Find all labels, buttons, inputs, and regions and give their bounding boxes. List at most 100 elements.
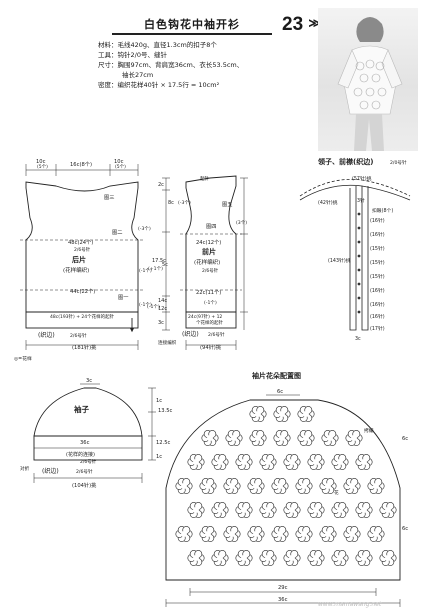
- flower-motif: [297, 430, 315, 446]
- flower-motif: [331, 502, 349, 518]
- flower-motif: [355, 454, 373, 470]
- placket-3: (15针): [370, 245, 385, 252]
- layout-right-1: 6c: [402, 436, 408, 442]
- flower-motif: [343, 526, 361, 542]
- back-fig3: 图三: [104, 194, 114, 201]
- sleeve-name: 袖子: [73, 404, 89, 414]
- placket-6: (16针): [370, 287, 385, 294]
- collar-title: 领子、前襟(织边): [318, 157, 373, 166]
- page-title: 白色钩花中袖开衫: [112, 16, 272, 35]
- back-armhole: (-3个): [138, 226, 151, 232]
- front-needle: 2/6号针: [202, 267, 219, 274]
- back-fig2: 图二: [112, 229, 122, 236]
- buttonhole-dots: [357, 212, 361, 314]
- flower-motif: [225, 430, 243, 446]
- flower-motif: [283, 454, 301, 470]
- sleeve-width: 36c: [80, 440, 90, 446]
- materials-line: 材料：毛线420g、直径1.3cm的扣子8个: [98, 41, 217, 49]
- flower-motif: [295, 478, 313, 494]
- front-name: 前片: [202, 247, 216, 256]
- back-total: (181针)挑: [72, 343, 97, 351]
- flower-motif: [295, 526, 313, 542]
- placket-4: (15针): [370, 259, 385, 266]
- back-width2: 44c(22个): [70, 288, 95, 295]
- back-dec1: (-1个): [139, 268, 152, 274]
- flower-motif: [187, 550, 205, 566]
- dim-14c: 14c: [158, 298, 167, 304]
- dim-5c: 5c: [162, 262, 168, 268]
- flower-motif: [379, 550, 397, 566]
- flower-motif: [345, 430, 363, 446]
- dim-17-5c: 17.5c: [152, 258, 166, 264]
- back-ribbing: (织边): [38, 331, 55, 339]
- flower-motif: [187, 454, 205, 470]
- layout-side: 拷编: [364, 427, 374, 434]
- dim-12c: 12c: [158, 306, 167, 312]
- flower-motif: [307, 550, 325, 566]
- front-panel: [180, 175, 248, 350]
- front-start-label: 连接编织: [158, 339, 177, 346]
- back-name: 后片: [72, 255, 86, 264]
- collar-buttonhole: 扣眼(8个): [372, 207, 393, 214]
- back-panel: [20, 164, 144, 350]
- model-photo: [318, 8, 418, 151]
- flower-motif: [259, 454, 277, 470]
- gauge-line: 密度：编织花样40针 × 17.5行 = 10cm²: [98, 81, 220, 89]
- front-ribbing-needle: 2/6号针: [208, 331, 225, 338]
- flower-motif: [259, 550, 277, 566]
- flower-motif: [283, 550, 301, 566]
- flower-motif: [247, 526, 265, 542]
- sleeve-pattern: (花样的连接): [66, 451, 95, 458]
- placket-2: (16针): [370, 231, 385, 238]
- layout-title: 袖片花朵配置图: [251, 371, 301, 380]
- flower-motif: [211, 454, 229, 470]
- flower-motif: [235, 502, 253, 518]
- flower-motif: [343, 478, 361, 494]
- collar-3-stitches: 3针: [357, 197, 365, 204]
- front-pattern: (花样编织): [194, 258, 220, 266]
- flower-motif: [355, 502, 373, 518]
- back-top-right-sub: (5个): [115, 164, 126, 170]
- page-number: 23 ≫: [282, 14, 321, 35]
- back-needle: 2/6号针: [74, 246, 91, 253]
- flower-motif: [235, 550, 253, 566]
- front-total: (94针)挑: [200, 343, 222, 351]
- flower-motif: [247, 478, 265, 494]
- layout-bottom-2: 36c: [278, 597, 288, 603]
- back-top-right: 10c: [114, 159, 124, 165]
- back-bottom-row: 48c(193针) + 24个花样的起针: [50, 313, 115, 320]
- placket-width: 3c: [355, 336, 361, 342]
- front-fig5: 图五: [222, 201, 232, 208]
- flower-motif: [319, 478, 337, 494]
- sleeve-fold: 对折: [20, 465, 30, 472]
- layout-center: 花: [334, 489, 339, 496]
- flower-motif: [249, 406, 267, 422]
- front-bottom-row-2: 个花样的起针: [196, 319, 223, 326]
- placket-8: (16针): [370, 313, 385, 320]
- flower-motif: [321, 430, 339, 446]
- dim-8c: 8c: [168, 200, 174, 206]
- flower-motif: [367, 478, 385, 494]
- flower-motif: [175, 478, 193, 494]
- flower-motif: [271, 526, 289, 542]
- dim-3c: 3c: [158, 320, 164, 326]
- dim-minus1: (-1个): [147, 304, 160, 310]
- back-dec2: (-1个): [139, 302, 152, 308]
- collar-top-pick: (57针)挑: [352, 175, 372, 182]
- front-dec: (-1个): [204, 300, 217, 306]
- back-ribbing-needle: 2/6号针: [70, 332, 87, 339]
- flower-motif: [307, 454, 325, 470]
- sleeve-1c-b: 1c: [156, 454, 162, 460]
- front-fig4: 图四: [206, 223, 216, 230]
- flower-motif: [331, 454, 349, 470]
- front-armhole: (-3个): [178, 200, 191, 206]
- placket-5: (15针): [370, 273, 385, 280]
- sleeve-ribbing-needle: 2/6号针: [76, 468, 93, 475]
- back-fig1: 图一: [118, 294, 128, 301]
- back-pattern: (花样编织): [63, 266, 89, 274]
- sleeve-1c: 1c: [156, 398, 162, 404]
- front-ribbing: (织边): [182, 330, 199, 338]
- flower-motif: [331, 550, 349, 566]
- placket-1: (16针): [370, 217, 385, 224]
